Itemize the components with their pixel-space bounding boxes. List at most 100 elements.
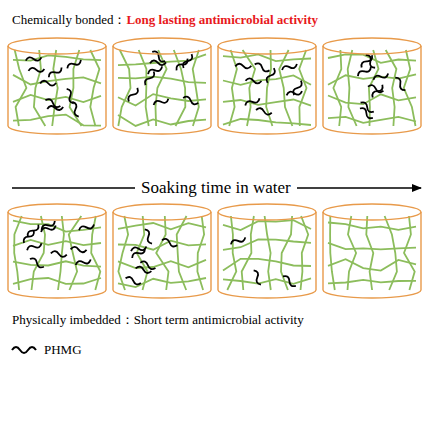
- phmg-chain: [131, 246, 147, 260]
- phmg-chain: [143, 70, 156, 86]
- hydrogel-cylinder: [8, 38, 106, 134]
- phmg-chain: [372, 71, 389, 82]
- hydrogel-cylinder: [323, 204, 421, 298]
- phmg-chain: [51, 251, 67, 257]
- phmg-chain: [265, 67, 276, 84]
- phmg-chain: [143, 228, 155, 245]
- network-strand: [301, 216, 309, 290]
- phmg-chain: [367, 84, 384, 93]
- network-strand: [299, 50, 306, 126]
- network-strand: [118, 278, 206, 287]
- phmg-chain: [356, 65, 372, 78]
- network-strand: [197, 216, 204, 290]
- cylinder-top: [218, 38, 316, 54]
- network-strand: [13, 115, 101, 126]
- phmg-chain: [40, 81, 56, 86]
- cylinder-top: [8, 38, 106, 54]
- network-strand: [279, 50, 292, 126]
- cylinder-body: [323, 212, 421, 298]
- network-strand: [15, 50, 27, 126]
- phmg-chain: [175, 57, 190, 72]
- phmg-chain: [244, 96, 261, 108]
- phmg-chain: [71, 247, 87, 253]
- phmg-chain: [286, 89, 303, 98]
- network-strand: [330, 216, 335, 290]
- phmg-chain: [153, 96, 170, 107]
- network-strand: [348, 50, 357, 126]
- network-strand: [328, 223, 416, 230]
- network-strand: [14, 216, 22, 290]
- cylinder-body: [8, 46, 106, 134]
- phmg-chain: [151, 50, 167, 63]
- phmg-chain: [230, 235, 247, 247]
- cylinder-body: [218, 46, 316, 134]
- cylinder-body: [323, 46, 421, 134]
- cylinder-top: [323, 38, 421, 54]
- network-strand: [366, 216, 373, 290]
- phmg-chain: [25, 55, 42, 63]
- caption-label: Physically imbedded：Short term antimicro…: [12, 312, 304, 328]
- cylinder-body: [113, 46, 211, 134]
- phmg-chain: [182, 96, 199, 106]
- network-strand: [34, 50, 45, 126]
- network-strand: [13, 240, 101, 246]
- phmg-chain: [358, 106, 374, 119]
- network-strand: [90, 50, 99, 126]
- network-strand: [118, 223, 206, 229]
- phmg-chain: [47, 66, 63, 80]
- hydrogel-cylinder: [323, 38, 421, 134]
- phmg-chain: [29, 257, 45, 269]
- network-strand: [52, 50, 58, 126]
- phmg-chain: [28, 66, 44, 73]
- network-strand: [404, 216, 415, 290]
- hydrogel-cylinder: [218, 38, 316, 134]
- phmg-chain: [75, 257, 92, 267]
- highlight-label: Long lasting antimicrobial activity: [126, 12, 318, 28]
- phmg-chain: [125, 276, 142, 285]
- phmg-chain: [78, 222, 95, 232]
- cylinder-body: [218, 212, 316, 298]
- network-strand: [348, 216, 357, 290]
- network-strand: [404, 50, 416, 126]
- network-strand: [223, 54, 311, 61]
- network-strand: [227, 216, 236, 290]
- heading-label: Chemically bonded：: [12, 12, 126, 28]
- network-strand: [156, 216, 168, 290]
- phmg-chain: [70, 101, 81, 118]
- network-strand: [223, 278, 311, 284]
- phmg-chain: [127, 87, 140, 103]
- network-strand: [174, 50, 186, 126]
- network-strand: [69, 216, 82, 290]
- network-strand: [118, 50, 130, 126]
- phmg-chain: [359, 101, 375, 114]
- phmg-chain: [281, 274, 297, 287]
- phmg-chain: [140, 260, 157, 270]
- cylinder-body: [8, 212, 106, 298]
- hydrogel-cylinder: [113, 204, 211, 298]
- phmg-chain: [251, 269, 263, 286]
- phmg-chain: [254, 62, 271, 73]
- network-strand: [333, 50, 341, 126]
- network-strand: [177, 216, 187, 290]
- phmg-chain: [181, 53, 193, 69]
- cylinder-top: [113, 38, 211, 54]
- hydrogel-cylinder: [218, 204, 316, 298]
- cylinder-body: [113, 212, 211, 298]
- network-strand: [139, 50, 149, 126]
- network-strand: [386, 50, 397, 126]
- phmg-chain: [66, 58, 82, 71]
- axis-label: Soaking time in water: [135, 178, 297, 198]
- phmg-chain: [47, 105, 63, 112]
- network-strand: [193, 50, 199, 126]
- hydrogel-cylinder: [8, 204, 106, 298]
- network-strand: [385, 216, 397, 290]
- phmg-chain: [245, 78, 261, 83]
- network-strand: [281, 216, 292, 290]
- cylinder-top: [8, 204, 106, 220]
- network-strand: [243, 50, 256, 126]
- phmg-chain: [235, 63, 251, 69]
- legend-squiggle: [12, 347, 36, 353]
- network-strand: [229, 50, 237, 126]
- cylinder-top: [218, 204, 316, 220]
